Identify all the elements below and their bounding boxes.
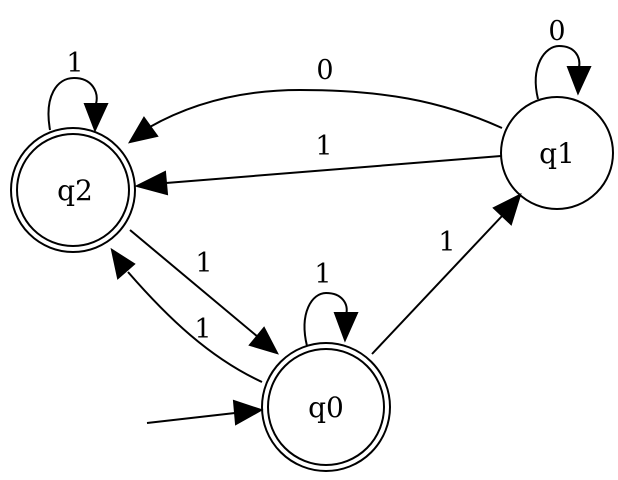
start-arrow (146, 399, 264, 426)
edge-q0-q0: 1 (303, 259, 359, 347)
edge-q1-q1-label: 0 (548, 16, 565, 47)
edge-q2-q0-label: 1 (195, 248, 212, 279)
state-q2: q2 (10, 127, 136, 253)
edge-q0-q1-arrowhead (492, 193, 522, 226)
edge-q2-q2: 1 (47, 48, 109, 133)
edge-q2-q2-line (47, 76, 98, 131)
state-q1: q1 (500, 96, 614, 210)
state-q2-label: q2 (57, 174, 93, 207)
state-q2-outer-ring (10, 127, 136, 253)
edge-q0-q2: 1 (110, 247, 263, 383)
edge-q1-q2-1: 1 (134, 131, 502, 196)
edge-q1-q2-1-label: 1 (315, 131, 332, 162)
state-q0-label: q0 (308, 391, 344, 424)
edge-q1-q2-0-label: 0 (316, 55, 333, 86)
edge-q0-q0-line (303, 291, 348, 347)
edge-q1-q2-0: 0 (127, 55, 503, 144)
edge-q1-q1-line (534, 44, 581, 100)
edge-q0-q2-line (127, 271, 263, 383)
edge-q2-q0-arrowhead (248, 326, 279, 355)
edge-q1-q2-1-line (165, 155, 502, 184)
start-arrow-line (146, 412, 236, 424)
edge-q1-q2-0-arrowhead (127, 116, 159, 144)
edge-q1-q1: 0 (534, 16, 592, 100)
state-q2-inner-ring (16, 133, 130, 247)
edge-q0-q2-label: 1 (194, 314, 211, 345)
state-q0-inner-ring (267, 348, 385, 466)
edge-q0-q1: 1 (371, 193, 522, 355)
edge-q0-q2-arrowhead (110, 247, 136, 280)
edge-q0-q0-label: 1 (314, 259, 331, 290)
edge-q1-q2-0-line (147, 88, 503, 129)
edge-q2-q0-line (129, 229, 259, 338)
edge-q0-q1-label: 1 (438, 227, 455, 258)
start-arrow-head (232, 399, 264, 426)
edge-q1-q2-1-arrowhead (134, 170, 169, 196)
state-q0: q0 (261, 342, 391, 472)
state-q0-outer-ring (261, 342, 391, 472)
edge-q2-q0: 1 (129, 229, 279, 355)
edge-q1-q1-arrowhead (566, 66, 592, 96)
state-q1-ring (500, 96, 614, 210)
edge-q2-q2-label: 1 (66, 48, 83, 79)
edge-q0-q0-arrowhead (333, 312, 359, 343)
edge-q2-q2-arrowhead (83, 103, 109, 133)
edge-q0-q1-line (371, 215, 503, 355)
state-q1-label: q1 (539, 137, 575, 170)
